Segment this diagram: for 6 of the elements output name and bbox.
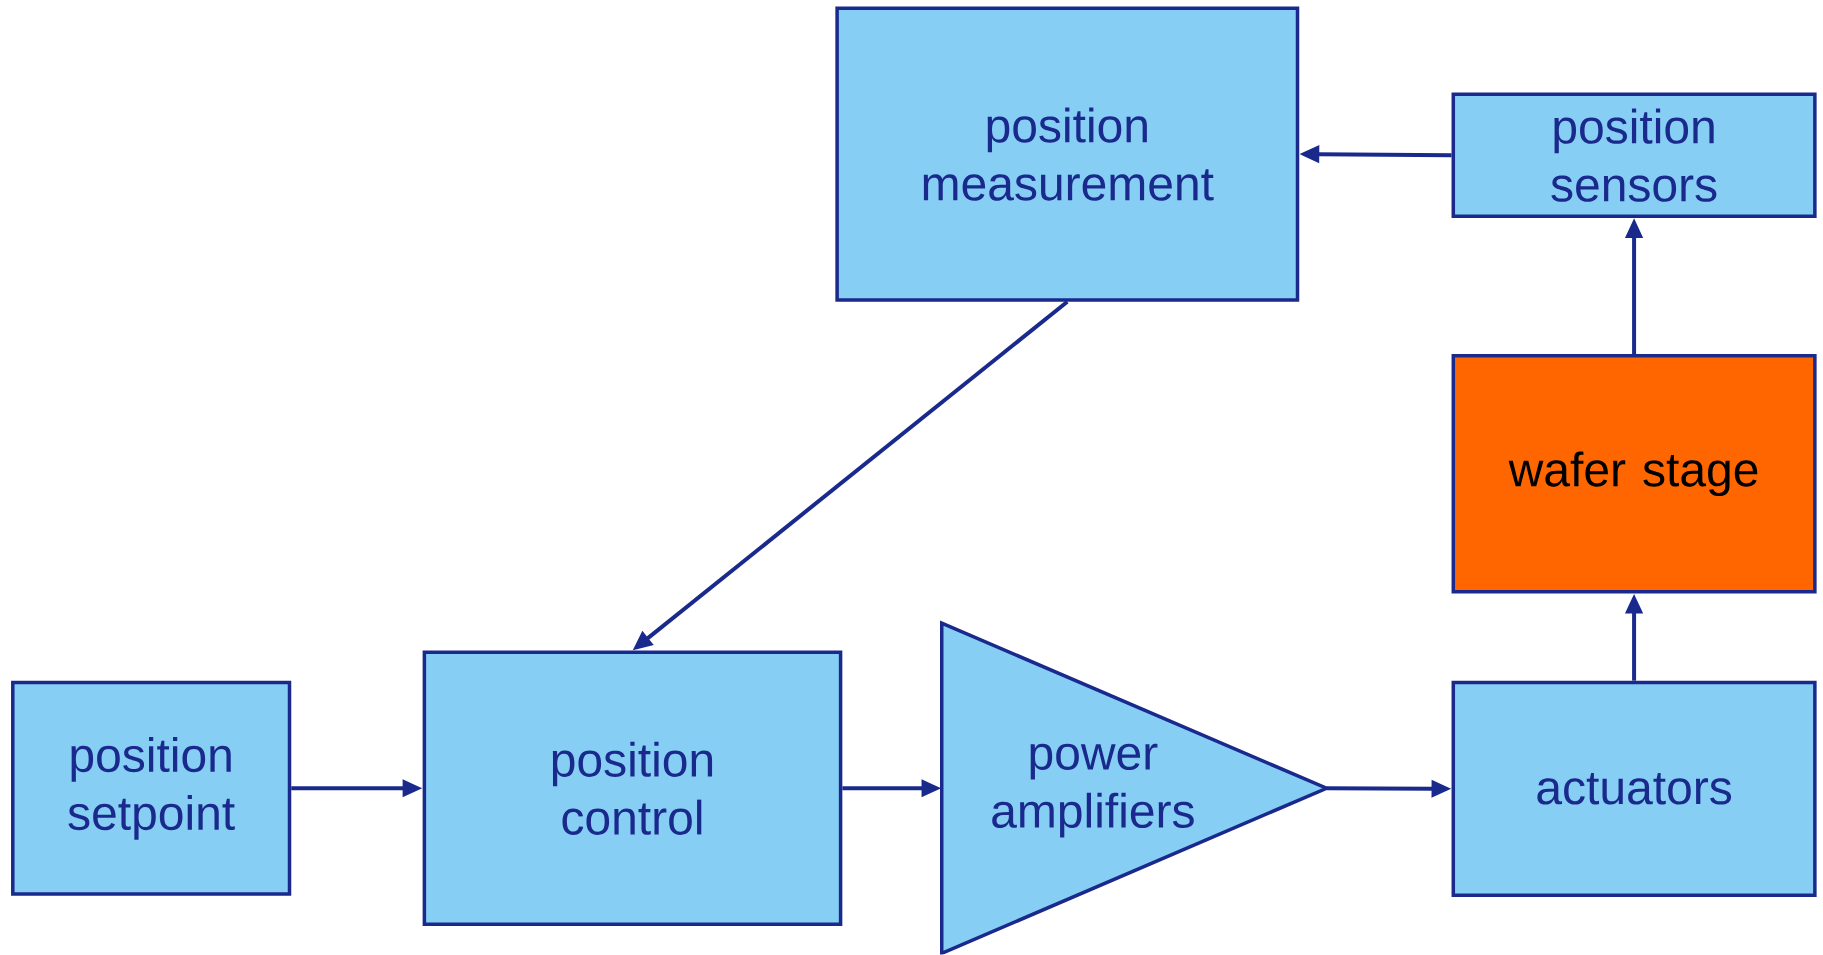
process-box: position setpoint (11, 680, 292, 897)
process-box: position control (422, 650, 843, 927)
process-box: position measurement (835, 6, 1300, 302)
stage-box: wafer stage (1451, 354, 1817, 594)
process-box: position sensors (1451, 92, 1817, 219)
process-box: actuators (1451, 680, 1817, 898)
